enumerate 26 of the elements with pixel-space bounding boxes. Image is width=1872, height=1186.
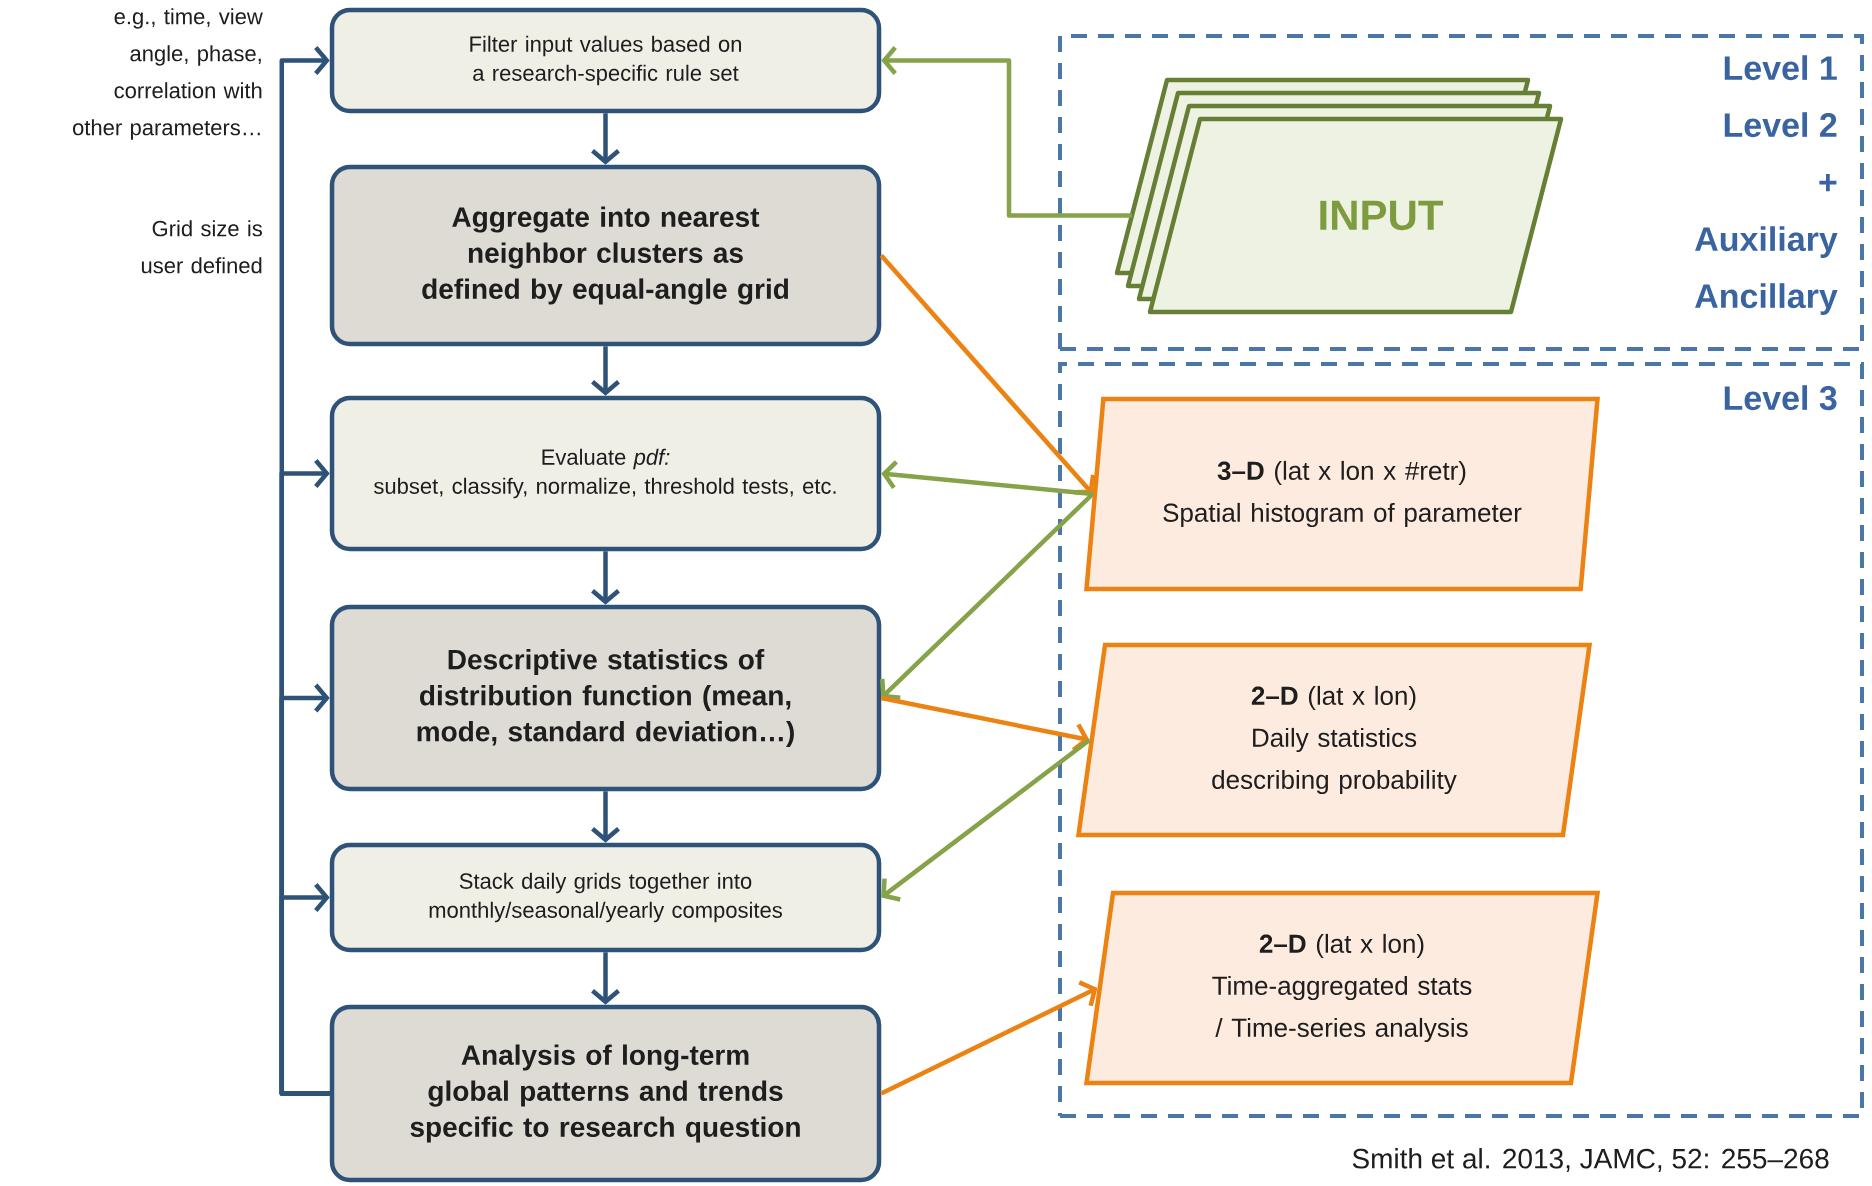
node-label: Ancillary: [1695, 283, 1838, 315]
level-label: Level 1 Level 2 + Auxiliary Ancillary: [1695, 55, 1838, 315]
arrow: [881, 460, 1093, 497]
note: Grid size is user defined: [141, 220, 262, 274]
process-box: Descriptive statistics of distribution function (mean, mode, standard deviation…): [329, 604, 882, 792]
note: e.g., time, view angle, phase, correlation with other parameters…: [73, 8, 263, 140]
node-label: Level 2: [1724, 112, 1837, 138]
level-label: Level 3: [1724, 385, 1837, 411]
node-label: Level 1: [1724, 55, 1837, 81]
citation: Smith et al. 2013, JAMC, 52: 255–268: [1352, 1148, 1829, 1172]
process-box: Aggregate into nearest neighbor clusters as defined by equal-angle grid: [329, 164, 882, 347]
node-label: Auxiliary: [1695, 226, 1838, 258]
arrow: [881, 738, 1091, 902]
arrow: [880, 492, 1095, 700]
output-parallelogram: 3–D (lat x lon x #retr) Spatial histogram of parameter: [1084, 396, 1600, 592]
process-box: Stack daily grids together into monthly/seasonal/yearly composites: [329, 842, 882, 953]
arrow: [879, 254, 1096, 495]
process-box: Evaluate pdf: subset, classify, normalize, threshold tests, etc.: [329, 395, 882, 552]
process-box: Analysis of long-term global patterns and trends specific to research question: [329, 1004, 882, 1183]
process-box: Filter input values based on a research-specific rule set: [329, 7, 882, 114]
arrow: [880, 695, 1090, 752]
arrow: [279, 883, 330, 1096]
node-label: +: [1819, 173, 1837, 192]
arrow: [881, 46, 1132, 218]
input-stack: INPUT: [1114, 77, 1564, 315]
arrow: [880, 980, 1098, 1096]
